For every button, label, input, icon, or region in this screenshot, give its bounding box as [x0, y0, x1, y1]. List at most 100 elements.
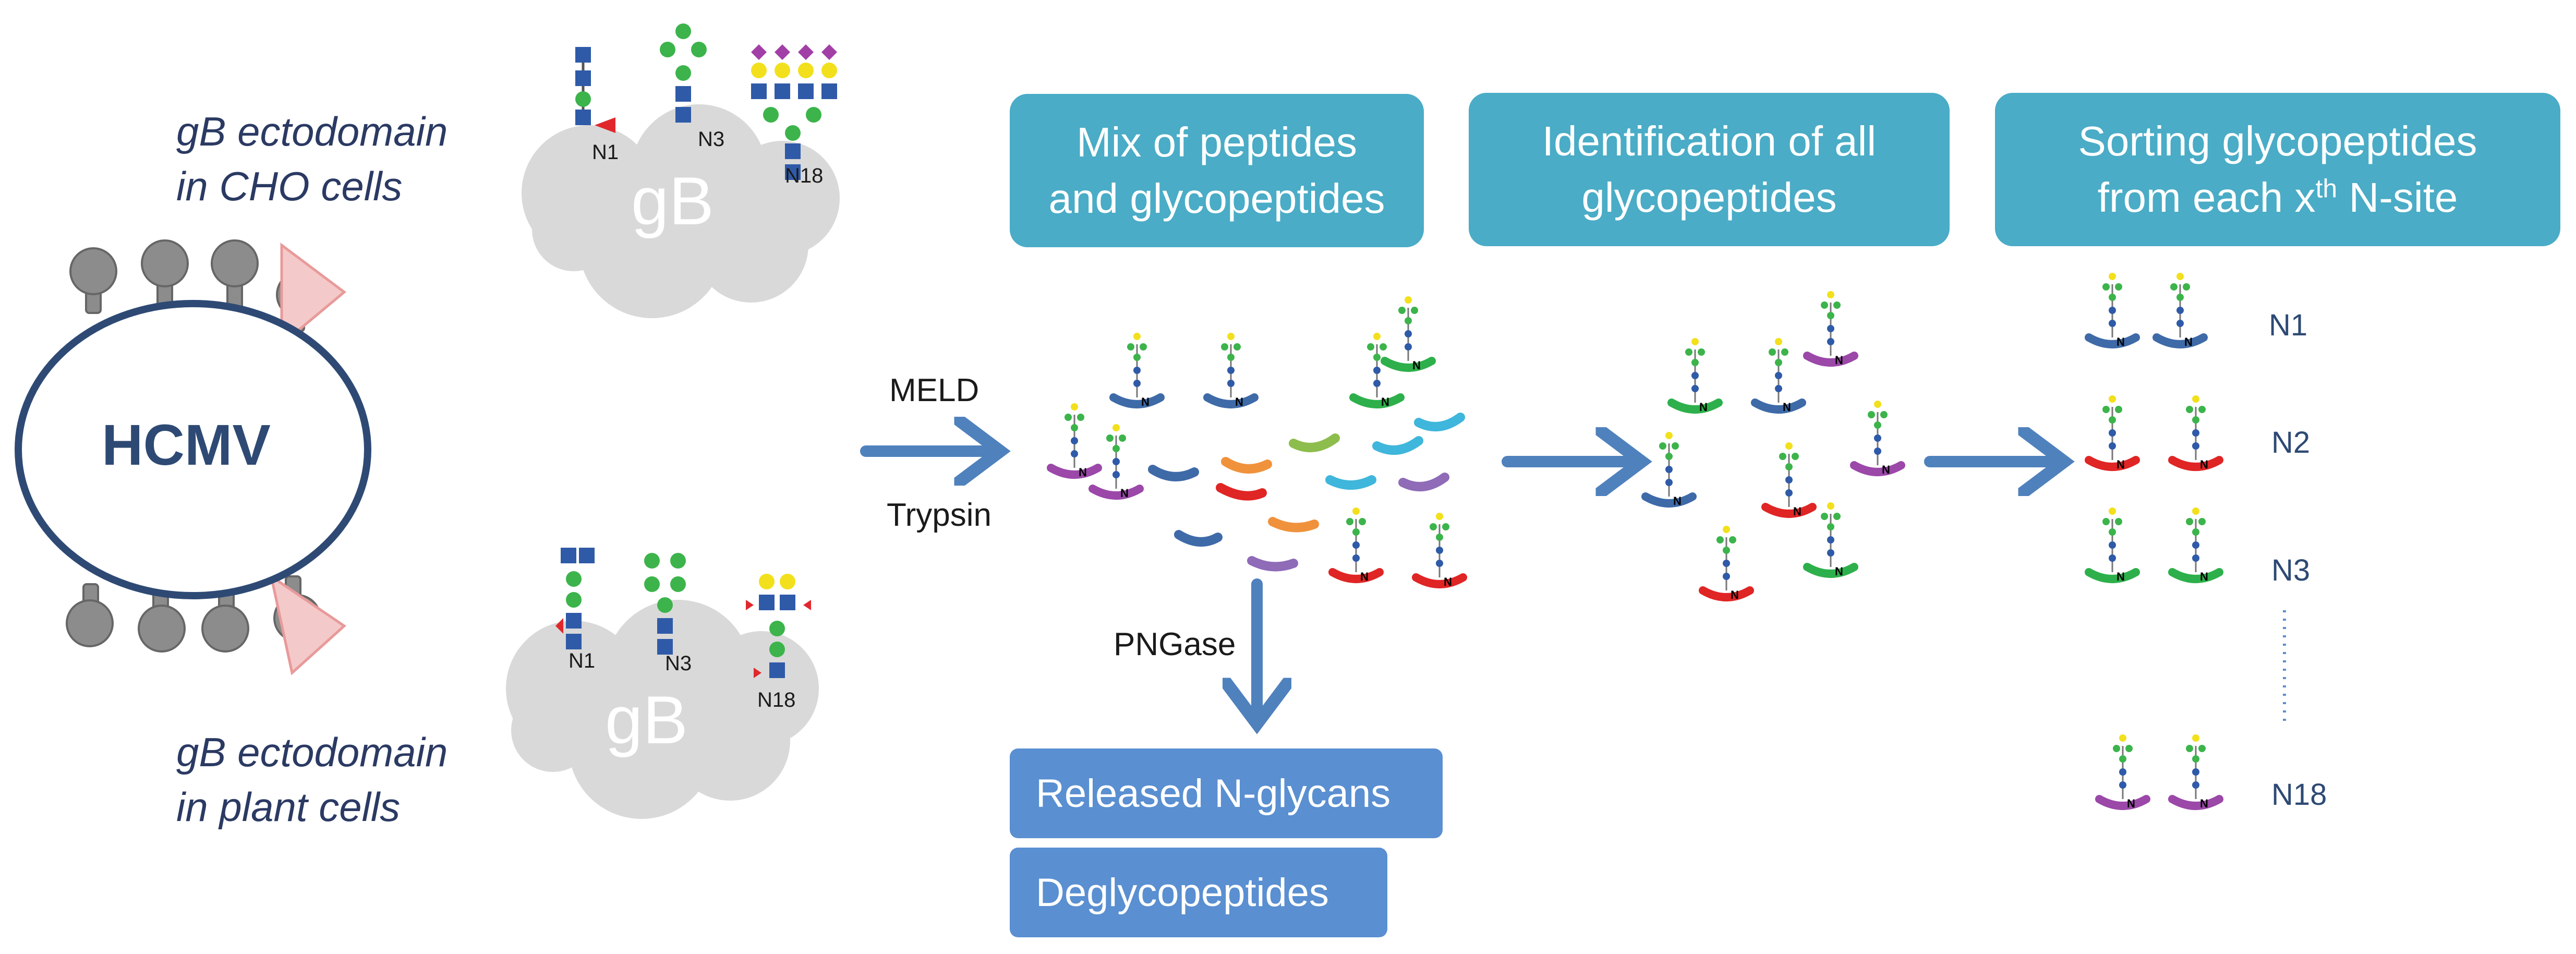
monosaccharide — [2109, 528, 2116, 536]
monosaccharide — [1227, 367, 1235, 374]
peptide-backbone — [2085, 568, 2140, 583]
monosaccharide — [1071, 450, 1078, 457]
monosaccharide — [1781, 348, 1788, 356]
monosaccharide — [1827, 523, 1834, 530]
monosaccharide — [1140, 343, 1147, 351]
monosaccharide — [1874, 434, 1881, 442]
monosaccharide — [2119, 734, 2126, 742]
monosaccharide — [1698, 348, 1705, 356]
monosaccharide — [1436, 513, 1443, 520]
monosaccharide — [1106, 434, 1114, 442]
glycosite-mark: N — [1793, 505, 1801, 518]
peptide-backbone — [1803, 563, 1858, 578]
glycosite-mark: N — [2127, 797, 2135, 810]
monosaccharide — [1411, 307, 1418, 314]
monosaccharide — [2198, 518, 2206, 525]
monosaccharide — [2115, 283, 2122, 291]
monosaccharide — [1659, 442, 1666, 450]
monosaccharide — [1133, 333, 1141, 340]
cho-site-n18: N18 — [785, 164, 824, 187]
peptide-backbone — [1381, 357, 1436, 372]
cho-glycan-n3 — [660, 23, 707, 123]
glycosite-mark: N — [2200, 797, 2208, 810]
monosaccharide — [1436, 547, 1443, 554]
glycosite-mark: N — [2200, 458, 2208, 471]
monosaccharide — [2102, 518, 2110, 525]
peptide-backbone — [1412, 573, 1467, 588]
antibody-highlight-top — [280, 243, 347, 347]
monosaccharide — [2109, 541, 2116, 549]
monosaccharide — [1827, 312, 1834, 319]
gb-label-plant: gB — [605, 682, 688, 758]
monosaccharide — [1065, 414, 1072, 421]
monosaccharide — [1691, 359, 1699, 366]
peptide-backbone — [2168, 456, 2223, 471]
monosaccharide — [1112, 445, 1120, 452]
monosaccharide — [2119, 781, 2126, 789]
monosaccharide — [2170, 283, 2178, 291]
peptide-backbone — [1089, 485, 1144, 500]
monosaccharide — [1723, 560, 1730, 567]
monosaccharide — [2192, 442, 2199, 450]
cho-glycan-n1 — [575, 47, 615, 133]
plant-glycan-n1 — [555, 548, 595, 649]
monosaccharide — [2176, 273, 2184, 280]
glycopeptide: N — [1412, 513, 1467, 588]
monosaccharide — [2109, 416, 2116, 424]
monosaccharide — [2119, 755, 2126, 763]
monosaccharide — [1785, 476, 1793, 484]
monosaccharide — [1723, 573, 1730, 580]
sorted-site-n18: N18 — [2271, 778, 2327, 812]
antibody-highlight-bottom — [269, 573, 347, 675]
glycopeptide: N — [1761, 442, 1817, 518]
monosaccharide — [1691, 338, 1699, 345]
peptide-backbone — [2085, 333, 2140, 348]
monosaccharide — [1430, 523, 1437, 530]
monosaccharide — [2183, 283, 2190, 291]
glycopeptide: N — [2168, 508, 2223, 583]
monosaccharide — [1665, 479, 1673, 486]
monosaccharide — [1359, 518, 1366, 525]
monosaccharide — [1827, 502, 1834, 510]
monosaccharide — [1716, 536, 1724, 544]
monosaccharide — [1874, 401, 1881, 408]
monosaccharide — [1665, 466, 1673, 473]
monosaccharide — [1077, 414, 1084, 421]
virus-label: HCMV — [102, 413, 271, 477]
peptide — [1174, 530, 1223, 547]
glycopeptide: N — [1667, 338, 1723, 414]
monosaccharide — [1398, 307, 1406, 314]
peptide-backbone — [2168, 568, 2223, 583]
monosaccharide — [2109, 508, 2116, 515]
monosaccharide — [1691, 372, 1699, 379]
monosaccharide — [2102, 283, 2110, 291]
glycopeptide: N — [1047, 403, 1102, 479]
monosaccharide — [1112, 424, 1120, 431]
monosaccharide — [1442, 523, 1449, 530]
monosaccharide — [1775, 385, 1782, 392]
monosaccharide — [2192, 416, 2199, 424]
sorted-site-n3: N3 — [2271, 553, 2311, 587]
pngase-label: PNGase — [1114, 626, 1236, 662]
released-glycans-box: Released N-glycans — [1010, 748, 1443, 838]
free-peptides — [1148, 413, 1465, 572]
glycopeptide: N — [1751, 338, 1806, 414]
peptide — [1325, 475, 1376, 490]
monosaccharide — [2125, 745, 2133, 752]
monosaccharide — [2192, 554, 2199, 562]
peptide-backbone — [1109, 393, 1165, 408]
glycosite-mark: N — [2117, 458, 2125, 471]
peptide-backbone — [2152, 333, 2208, 348]
peptide-backbone — [1850, 461, 1905, 476]
monosaccharide — [1833, 513, 1841, 520]
monosaccharide — [1827, 325, 1834, 332]
digest-label-meld: MELD — [889, 372, 979, 408]
glycopeptide: N — [1641, 432, 1697, 508]
monosaccharide — [2176, 320, 2184, 327]
peptide — [1289, 433, 1340, 452]
glycopeptide: N — [1109, 333, 1165, 408]
monosaccharide — [1436, 560, 1443, 567]
glycosite-mark: N — [2184, 335, 2193, 348]
